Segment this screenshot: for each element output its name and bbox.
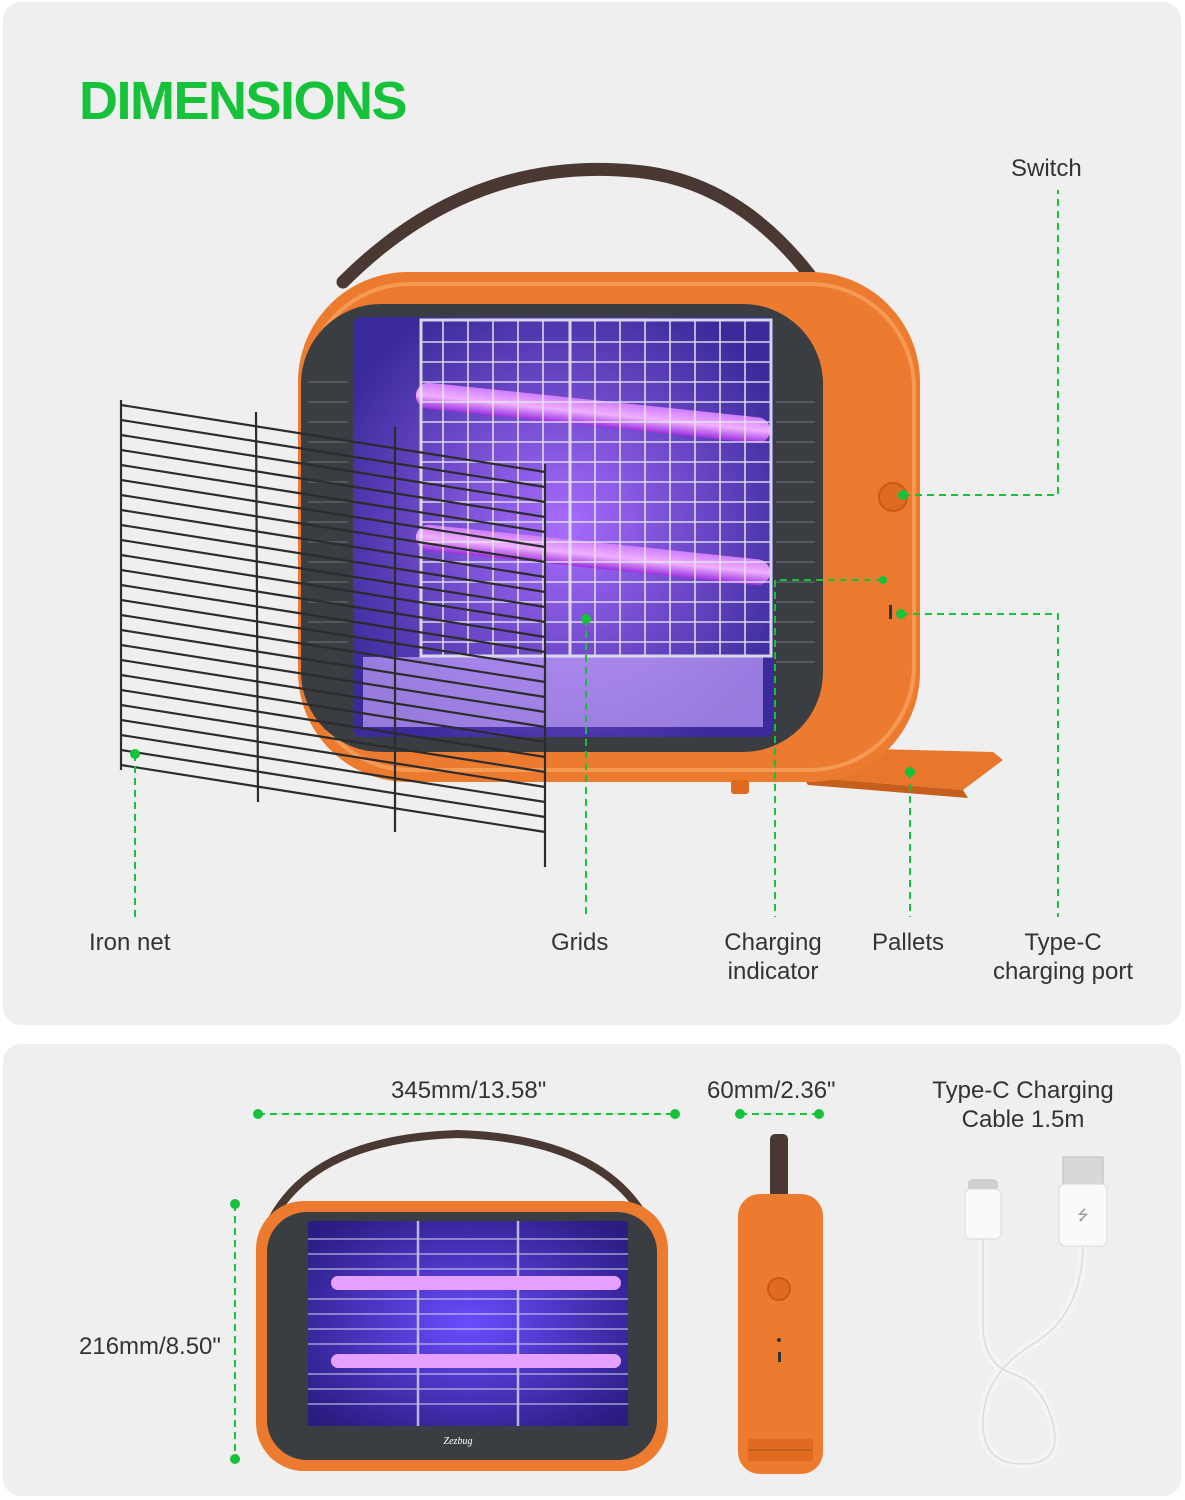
exploded-view-panel: DIMENSIONS xyxy=(3,2,1181,1025)
brand-logo: Zezbug xyxy=(444,1436,473,1447)
dimensions-illustration: Zezbug ⭍ xyxy=(230,1109,1108,1474)
usb-icon: ⭍ xyxy=(1077,1208,1089,1224)
iron-net xyxy=(119,400,547,867)
width-dimension-label: 345mm/13.58" xyxy=(391,1077,547,1104)
dimension-lines xyxy=(234,1113,819,1459)
height-dimension-label: 216mm/8.50" xyxy=(79,1333,221,1360)
type-c-port-label: Type-C charging port xyxy=(992,929,1134,985)
grids-mesh xyxy=(419,318,773,658)
switch-label: Switch xyxy=(1011,155,1082,182)
iron-net-label: Iron net xyxy=(89,929,171,956)
depth-dimension-label: 60mm/2.36" xyxy=(707,1077,836,1104)
pallets-label: Pallets xyxy=(872,929,945,956)
type-c-port xyxy=(889,605,892,619)
page-title: DIMENSIONS xyxy=(79,71,408,131)
callout-lines xyxy=(134,190,1059,917)
cable-label: Type-C Charging Cable 1.5m xyxy=(932,1077,1114,1133)
exploded-product-illustration xyxy=(119,162,1059,917)
side-view-device xyxy=(738,1134,823,1474)
callout-dots xyxy=(130,490,915,777)
front-view-device: Zezbug xyxy=(256,1129,668,1471)
dimensions-panel: Zezbug ⭍ 345mm/13.58" 60mm/2.36" 216mm/8… xyxy=(3,1044,1181,1496)
type-c-cable: ⭍ xyxy=(964,1156,1108,1469)
grids-label: Grids xyxy=(551,929,609,956)
uv-tube-top xyxy=(415,382,771,444)
charging-indicator-label: Charging indicator xyxy=(724,929,822,985)
